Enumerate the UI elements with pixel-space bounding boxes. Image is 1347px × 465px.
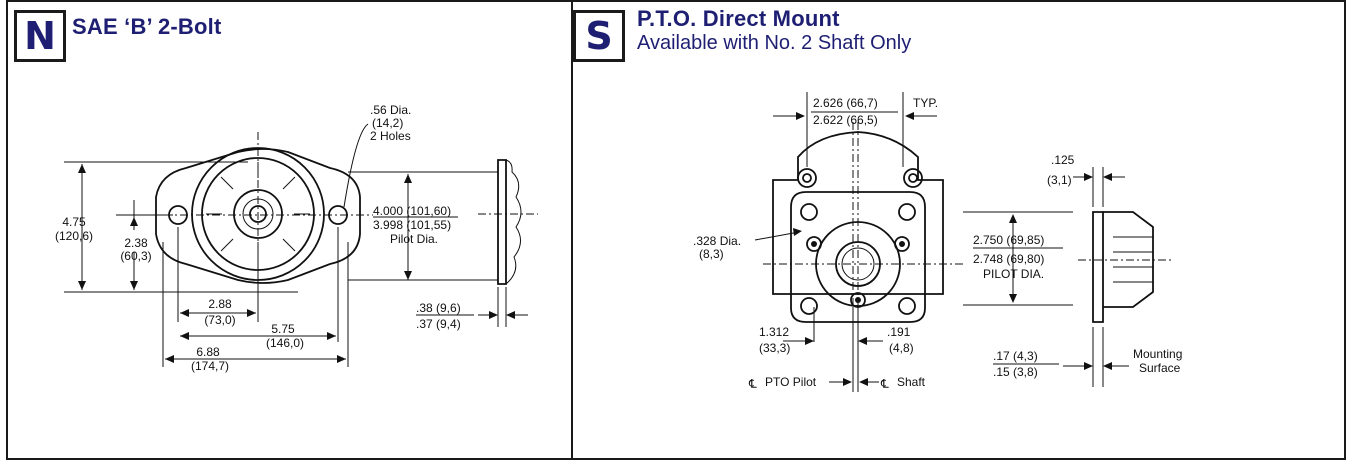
cl-symbol-shaft: ℄ [880,377,889,391]
dim-pilot-min: 3.998 (101,55) [373,218,451,232]
dim-shaft-in: .191 [887,325,911,339]
panel-pto-direct-mount: S P.T.O. Direct Mount Available with No.… [571,0,1346,460]
dim-height-in: 4.75 [62,215,86,229]
sae-b-flange-drawing: 4.75 (120,6) 2.38 (60,3) .56 Dia. (14,2)… [55,103,538,373]
dim-offset-in: 1.312 [759,325,789,339]
dim-typ: TYP. [913,96,938,110]
side-view-flange [497,159,507,285]
dim-pilot-min: 2.748 (69,80) [973,252,1044,266]
clover-holes [800,203,916,315]
splined-shaft [835,241,881,287]
shaft-spline-inner [841,247,875,281]
shaft-center [249,205,267,223]
panel-n-title: SAE ‘B’ 2-Bolt [72,14,222,39]
dim-bolt-span-mm: (146,0) [266,336,304,350]
dim-flange-min: .37 (9,4) [416,317,461,331]
dim-mount-max: .17 (4,3) [993,349,1038,363]
dim-pilot-label: PILOT DIA. [983,267,1044,281]
dim-overall-in: 6.88 [196,345,220,359]
option-badge-s: S [573,10,625,62]
pto-mount-drawing: 2.626 (66,7) 2.622 (66,5) TYP. .328 Dia.… [693,92,1182,392]
dim-hole-dia-mm: (14,2) [372,116,403,130]
mounting-label: Mounting [1133,347,1182,361]
cl-pto-pilot: PTO Pilot [765,375,817,389]
dim-pilot-label: Pilot Dia. [390,232,438,246]
dim-side-in: .125 [1051,153,1075,167]
side-view-flange [1092,211,1104,323]
dim-overall-mm: (174,7) [191,359,229,373]
side-view-body [505,159,522,285]
dim-hole-dia: .328 Dia. [693,234,741,248]
dim-half-height-mm: (60,3) [120,249,151,263]
dim-flange-max: .38 (9,6) [416,301,461,315]
panel-s-title: P.T.O. Direct Mount [637,6,840,31]
dim-half-width-mm: (73,0) [204,313,235,327]
dim-hole-dia-mm: (8,3) [699,247,724,261]
dim-hole-dia: .56 Dia. [370,103,411,117]
mount-plate [790,191,926,323]
dim-side-mm: (3,1) [1047,173,1072,187]
dim-top-min: 2.622 (66,5) [813,113,878,127]
option-badge-n: N [14,10,66,62]
dim-top-max: 2.626 (66,7) [813,96,878,110]
surface-label: Surface [1139,361,1181,375]
dim-half-height-in: 2.38 [124,236,148,250]
pilot-bore [233,189,283,239]
dim-hole-count: 2 Holes [370,129,411,143]
dim-pilot-max: 4.000 (101,60) [373,204,451,218]
dim-mount-min: .15 (3,8) [993,365,1038,379]
top-hole-left [797,168,817,188]
panel-sae-b-2-bolt: N SAE ‘B’ 2-Bolt 4.75 (120,6) 2.38 (60,3 [6,0,573,460]
dim-offset-mm: (33,3) [759,341,790,355]
top-hole-right [903,168,923,188]
dim-half-width-in: 2.88 [208,297,232,311]
flange-outline [155,148,361,284]
dim-height-mm: (120,6) [55,229,93,243]
dim-pilot-max: 2.750 (69,85) [973,233,1044,247]
cl-shaft: Shaft [897,375,926,389]
dim-bolt-span-in: 5.75 [271,322,295,336]
cl-symbol-pto: ℄ [748,377,757,391]
panel-s-subtitle: Available with No. 2 Shaft Only [637,32,912,54]
dim-shaft-mm: (4,8) [889,341,914,355]
